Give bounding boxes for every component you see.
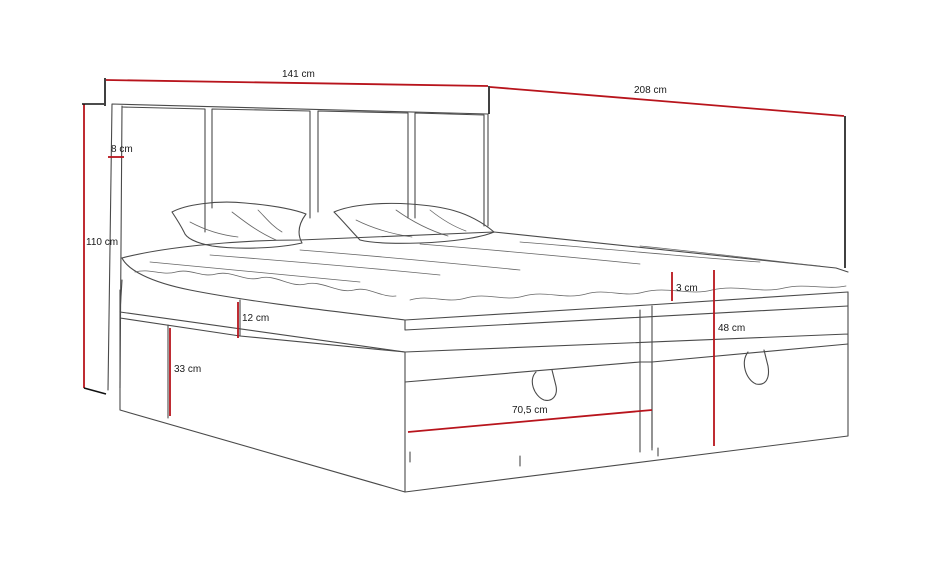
headboard-panel-4	[414, 112, 485, 227]
drawer-handle-left	[531, 369, 557, 401]
drawer-handle-right	[743, 349, 770, 385]
label-drawer-height: 33 cm	[174, 364, 201, 375]
dimension-lines	[82, 78, 846, 446]
label-length: 208 cm	[634, 85, 667, 96]
headboard-panel-3	[317, 110, 409, 219]
label-topper: 3 cm	[676, 283, 698, 294]
label-drawer-width: 70,5 cm	[512, 405, 548, 416]
headboard-panel-2	[211, 108, 311, 219]
dim-line-length	[489, 86, 845, 117]
label-panel: 8 cm	[111, 144, 133, 155]
label-frame-band: 12 cm	[242, 313, 269, 324]
bed-base	[119, 279, 849, 493]
pillows	[171, 201, 495, 249]
label-width: 141 cm	[282, 69, 315, 80]
dimension-labels: 141 cm 208 cm 110 cm 8 cm 3 cm 48 cm 12 …	[86, 69, 745, 416]
headboard	[107, 103, 489, 391]
drawer-front-right	[651, 343, 849, 363]
dim-line-drawer-width	[407, 409, 653, 433]
dim-line-width	[105, 79, 489, 87]
label-headboard-height: 110 cm	[86, 237, 118, 248]
pillow-right	[333, 202, 495, 244]
mattress	[121, 231, 849, 331]
pillow-left	[171, 201, 307, 249]
label-bed-height: 48 cm	[718, 323, 745, 334]
headboard-panel-1	[121, 106, 206, 233]
